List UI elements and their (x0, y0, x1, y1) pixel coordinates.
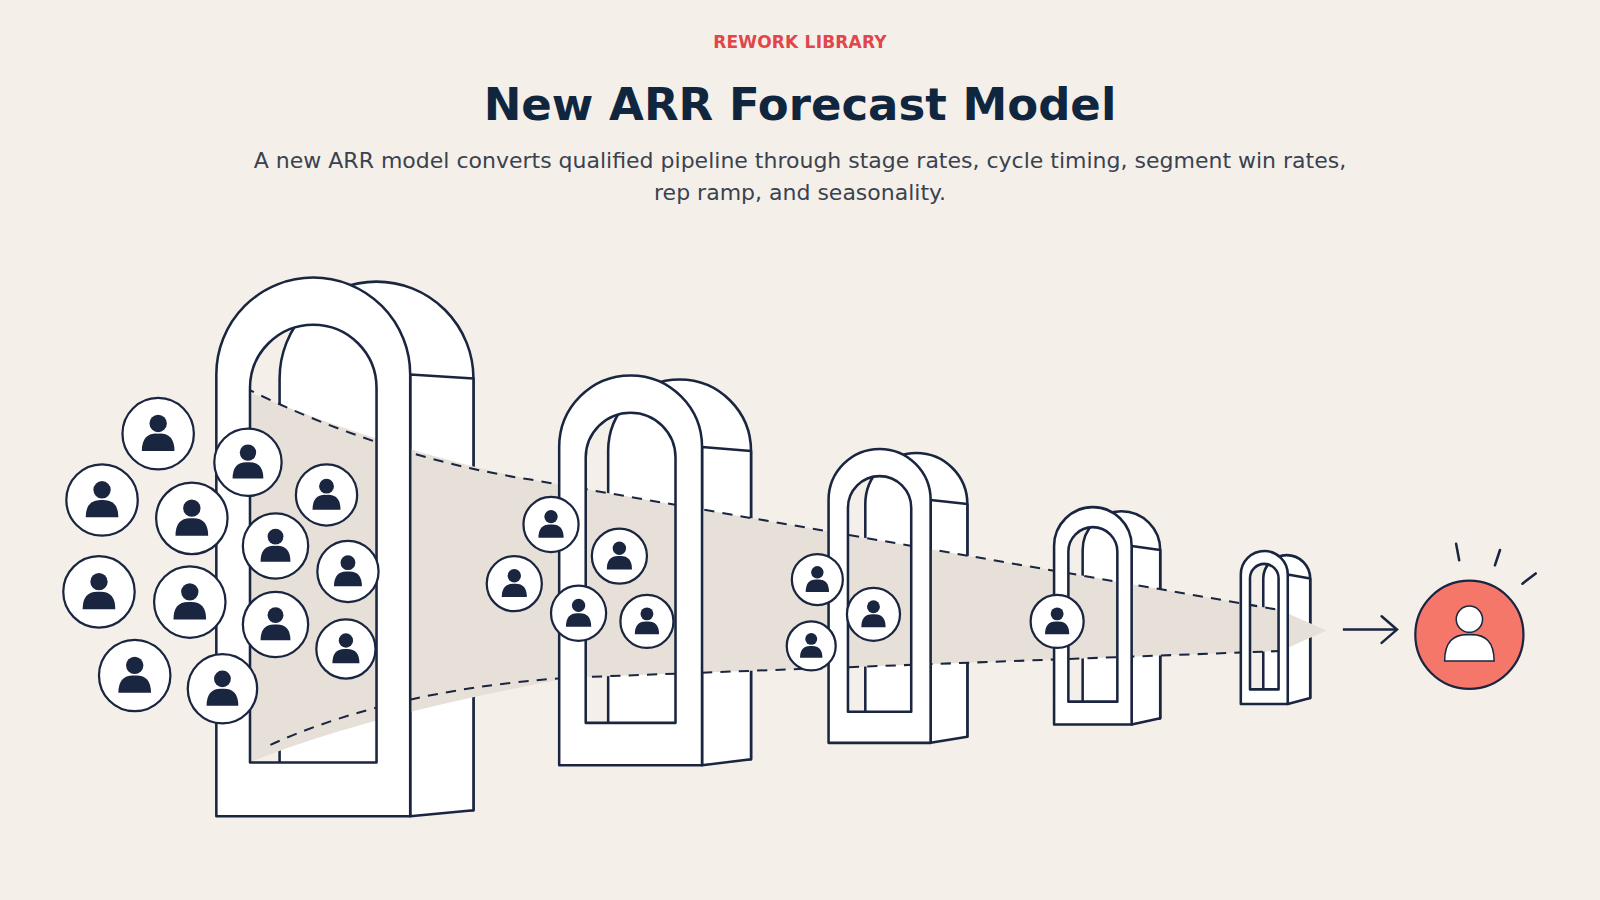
person-body (1445, 635, 1494, 661)
person-badge (156, 483, 227, 554)
page-caption: A new ARR model converts qualified pipel… (240, 145, 1360, 209)
person-badge (188, 654, 257, 723)
person-badge (551, 586, 606, 641)
person-body (806, 580, 829, 592)
person-head (181, 583, 198, 600)
person-head (214, 670, 231, 687)
person-body (334, 571, 362, 586)
page-title: New ARR Forecast Model (0, 78, 1600, 131)
person-body (538, 524, 563, 537)
library-label: REWORK LIBRARY (0, 32, 1600, 52)
person-head (268, 607, 284, 623)
person-head (544, 510, 557, 523)
person-badge (154, 566, 225, 637)
person-body (261, 624, 291, 640)
gate-front (829, 449, 931, 743)
spark-tick (1456, 544, 1459, 560)
spark-tick (1522, 573, 1535, 583)
person-body (800, 646, 822, 658)
spark-tick (1495, 550, 1500, 565)
person-head (572, 599, 585, 612)
person-badge (99, 640, 170, 711)
person-badge (487, 556, 542, 611)
person-badge (243, 513, 308, 578)
person-body (635, 621, 659, 634)
person-body (1045, 621, 1069, 634)
person-head (811, 566, 823, 578)
person-head (805, 633, 817, 645)
person-badge (66, 464, 137, 535)
person-head (613, 542, 626, 555)
person-head (341, 555, 356, 570)
person-body (332, 649, 359, 663)
person-body (566, 613, 591, 626)
person-body (142, 434, 175, 451)
person-body (607, 556, 632, 569)
person-badge (847, 588, 900, 641)
gate-front (559, 376, 702, 766)
person-body (233, 462, 264, 478)
person-head (126, 657, 143, 674)
person-body (83, 592, 116, 609)
person-badge (243, 592, 308, 657)
person-badge (1415, 581, 1523, 689)
person-badge (620, 595, 673, 648)
person-body (173, 602, 206, 619)
person-badge (63, 556, 134, 627)
person-head (240, 444, 256, 460)
person-head (93, 481, 110, 498)
person-body (502, 584, 527, 597)
person-body (261, 546, 291, 562)
person-badge (1031, 595, 1084, 648)
person-badge (122, 398, 193, 469)
person-body (86, 500, 119, 517)
person-head (319, 479, 334, 494)
person-badge (787, 621, 836, 670)
person-body (313, 495, 341, 510)
person-head (1051, 607, 1064, 620)
person-badge (296, 464, 357, 525)
arrow-line (1343, 628, 1396, 631)
person-badge (316, 619, 375, 678)
person-badge (592, 529, 647, 584)
person-body (176, 518, 209, 535)
person-head (90, 573, 107, 590)
person-head (268, 529, 284, 545)
gate-front (216, 278, 410, 817)
person-body (207, 689, 239, 706)
arrow-head (1382, 616, 1397, 643)
person-badge (523, 497, 578, 552)
person-head (339, 633, 353, 647)
person-head (149, 415, 166, 432)
person-head (1456, 606, 1482, 632)
gate-front (1241, 551, 1288, 704)
person-body (861, 614, 885, 627)
person-badge (214, 429, 281, 496)
person-badge (792, 554, 843, 605)
person-head (183, 499, 200, 516)
person-badge (317, 541, 378, 602)
person-body (118, 675, 151, 692)
person-head (640, 607, 653, 620)
person-head (867, 600, 880, 613)
person-head (508, 569, 521, 582)
